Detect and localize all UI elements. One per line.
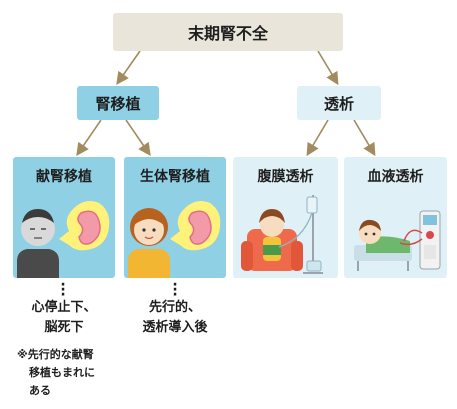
hemodialysis-illustration	[354, 210, 441, 271]
living-donor-illustration	[128, 201, 221, 278]
category-transplant-label: 腎移植	[95, 94, 141, 113]
arrow-dialysis-to-hemodialysis	[353, 119, 376, 157]
note-living: 先行的、 透析導入後	[125, 298, 225, 338]
card-living-title: 生体腎移植	[140, 169, 210, 185]
category-dialysis: 透析	[297, 86, 381, 120]
peritoneal-dialysis-illustration	[241, 195, 323, 274]
note-deceased-preemptive: ※先行的な献腎 移植もまれに ある	[17, 346, 95, 400]
card-deceased-title: 献腎移植	[36, 169, 92, 185]
card-hemodialysis-title: 血液透析	[367, 169, 424, 185]
category-dialysis-label: 透析	[323, 94, 354, 113]
arrow-transplant-to-deceased	[76, 119, 102, 156]
note-deceased-line-2: 脳死下	[44, 320, 84, 335]
note-living-line-2: 透析導入後	[142, 320, 208, 335]
arrow-root-to-dialysis	[317, 50, 339, 86]
arrow-root-to-transplant	[116, 50, 141, 85]
arrow-transplant-to-living	[125, 119, 151, 156]
note-deceased-small-line-2: 移植もまれに	[29, 366, 95, 379]
note-deceased: 心停止下、 脳死下	[18, 298, 110, 338]
card-peritoneal-title: 腹膜透析	[257, 169, 314, 185]
note-deceased-small-line-1: ※先行的な献腎	[17, 348, 94, 361]
card-living-transplant: 生体腎移植	[124, 157, 226, 278]
deceased-donor-illustration	[17, 201, 110, 278]
card-peritoneal-dialysis: 腹膜透析	[233, 157, 338, 278]
ellipsis-living: ···	[172, 277, 178, 303]
card-deceased-transplant: 献腎移植	[13, 157, 115, 278]
note-deceased-line-1: 心停止下、	[31, 300, 97, 315]
root-label: 末期腎不全	[187, 24, 268, 43]
note-deceased-small-line-3: ある	[29, 384, 51, 397]
note-living-line-1: 先行的、	[148, 300, 201, 315]
card-hemodialysis: 血液透析	[344, 157, 447, 278]
arrow-dialysis-to-peritoneal	[306, 119, 329, 157]
category-transplant: 腎移植	[77, 86, 159, 120]
ellipsis-deceased: ···	[60, 277, 66, 303]
root-node-esrd: 末期腎不全	[113, 13, 343, 51]
